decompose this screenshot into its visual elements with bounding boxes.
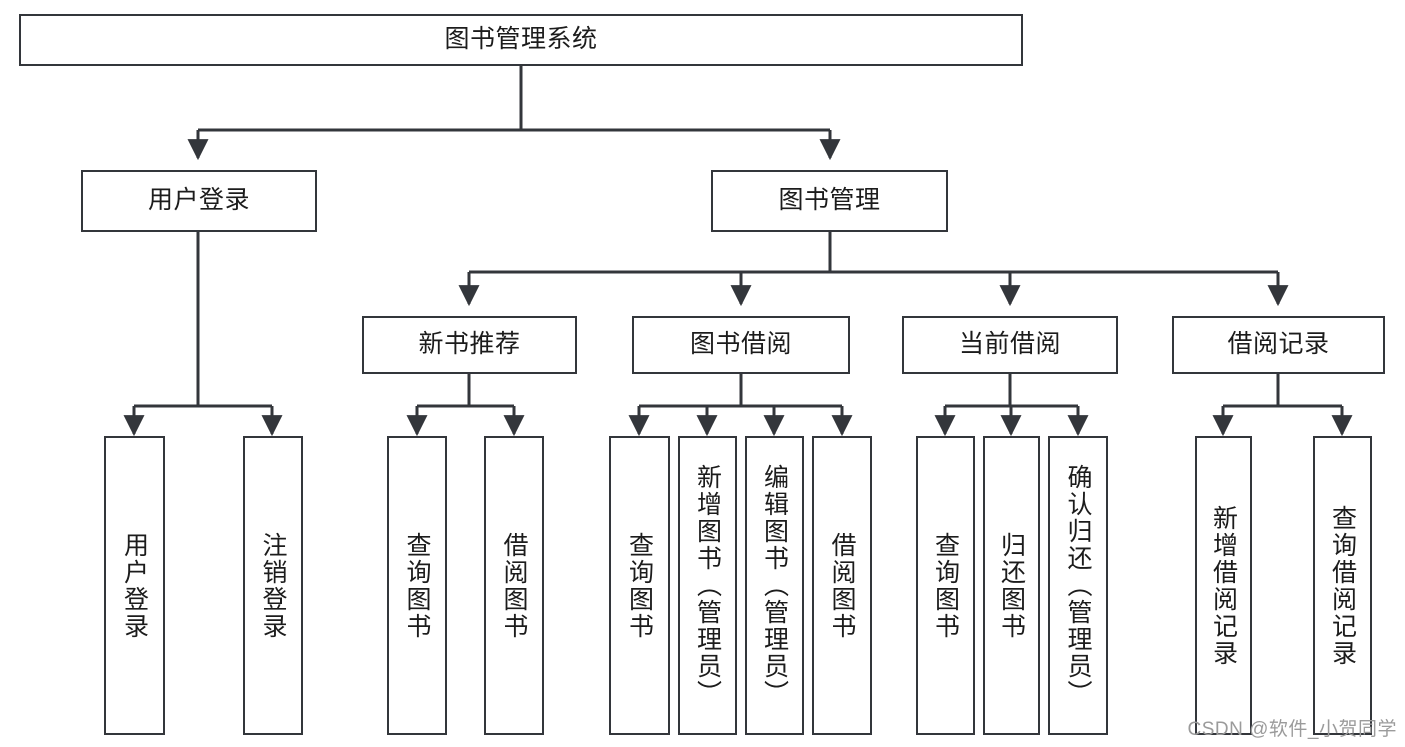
node-leaf-query-book-3[interactable]: 查询图书: [916, 436, 975, 735]
node-label: 借阅图书: [828, 531, 856, 640]
node-root-system[interactable]: 图书管理系统: [19, 14, 1023, 66]
node-label: 查询图书: [403, 531, 431, 640]
node-book-borrow[interactable]: 图书借阅: [632, 316, 850, 374]
node-label: 归还图书: [997, 531, 1026, 640]
node-label: 用户登录: [120, 531, 149, 640]
node-leaf-query-record[interactable]: 查询借阅记录: [1313, 436, 1372, 735]
node-label: 查询图书: [931, 531, 960, 640]
node-label: 图书管理: [778, 186, 881, 215]
node-leaf-return-book[interactable]: 归还图书: [983, 436, 1040, 735]
node-label: 图书管理系统: [444, 25, 598, 54]
node-borrow-record[interactable]: 借阅记录: [1172, 316, 1385, 374]
node-leaf-edit-book[interactable]: 编辑图书（管理员）: [745, 436, 804, 735]
node-label: 用户登录: [147, 186, 250, 215]
node-label: 借阅记录: [1227, 330, 1330, 359]
node-leaf-add-book[interactable]: 新增图书（管理员）: [678, 436, 737, 735]
node-leaf-borrow-book-2[interactable]: 借阅图书: [812, 436, 872, 735]
node-leaf-logout-login[interactable]: 注销登录: [243, 436, 303, 735]
node-label: 注销登录: [259, 531, 287, 640]
node-label: 编辑图书（管理员）: [760, 464, 789, 707]
node-new-book-recommend[interactable]: 新书推荐: [362, 316, 577, 374]
node-label: 图书借阅: [689, 330, 792, 359]
node-label: 当前借阅: [958, 330, 1061, 359]
node-leaf-add-record[interactable]: 新增借阅记录: [1195, 436, 1252, 735]
node-leaf-confirm-return[interactable]: 确认归还（管理员）: [1048, 436, 1108, 735]
node-current-borrow[interactable]: 当前借阅: [902, 316, 1118, 374]
node-leaf-query-book-1[interactable]: 查询图书: [387, 436, 447, 735]
node-label: 新增图书（管理员）: [693, 464, 722, 707]
node-book-management[interactable]: 图书管理: [711, 170, 948, 232]
csdn-watermark: CSDN @软件_小贺同学: [1187, 719, 1397, 740]
node-label: 借阅图书: [500, 531, 528, 640]
node-label: 查询借阅记录: [1328, 504, 1357, 667]
node-leaf-borrow-book-1[interactable]: 借阅图书: [484, 436, 544, 735]
node-label: 查询图书: [625, 531, 654, 640]
node-user-login[interactable]: 用户登录: [81, 170, 317, 232]
node-label: 新增借阅记录: [1209, 504, 1238, 667]
node-label: 确认归还（管理员）: [1064, 464, 1092, 707]
node-leaf-query-book-2[interactable]: 查询图书: [609, 436, 670, 735]
node-leaf-user-login[interactable]: 用户登录: [104, 436, 165, 735]
node-label: 新书推荐: [418, 330, 521, 359]
